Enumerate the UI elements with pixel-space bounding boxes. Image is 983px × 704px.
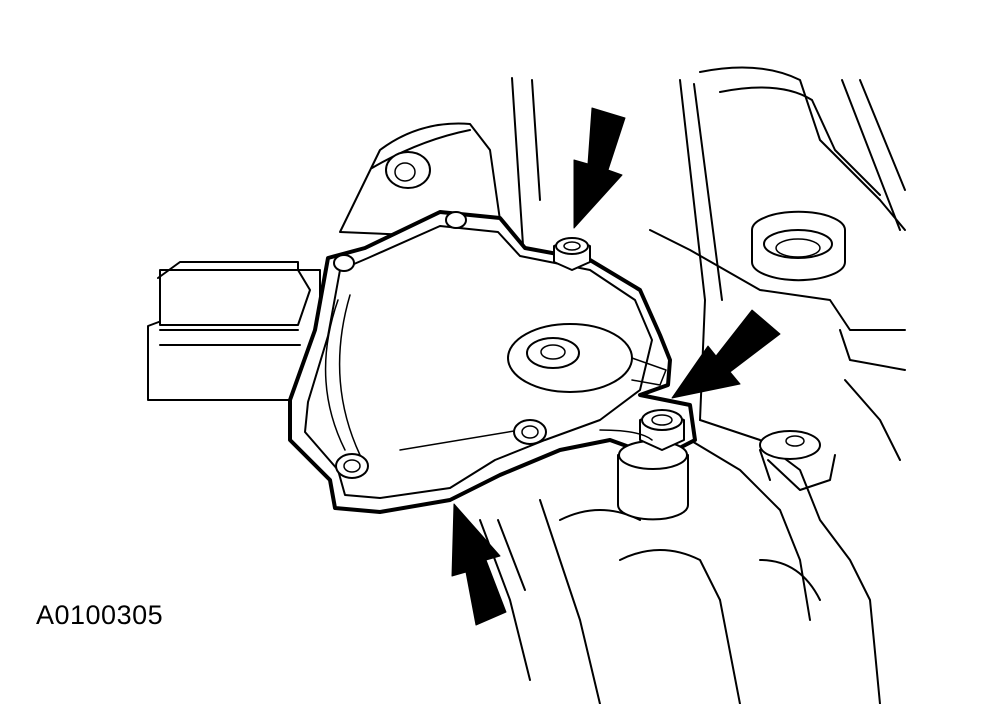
mounting-ear	[339, 122, 501, 236]
sensor-body	[304, 211, 667, 499]
electrical-connector	[147, 261, 321, 401]
transmission-case	[479, 66, 906, 704]
arrow-bottom-icon	[451, 503, 507, 626]
case-boss	[751, 210, 846, 282]
arrow-right-icon	[671, 309, 781, 399]
figure-code-label: A0100305	[36, 600, 164, 630]
upper-bolt-icon	[553, 237, 591, 271]
pointer-arrows	[451, 107, 781, 626]
lower-bolt-icon	[599, 409, 689, 521]
case-slot	[759, 430, 836, 491]
arrow-top-icon	[573, 107, 626, 229]
